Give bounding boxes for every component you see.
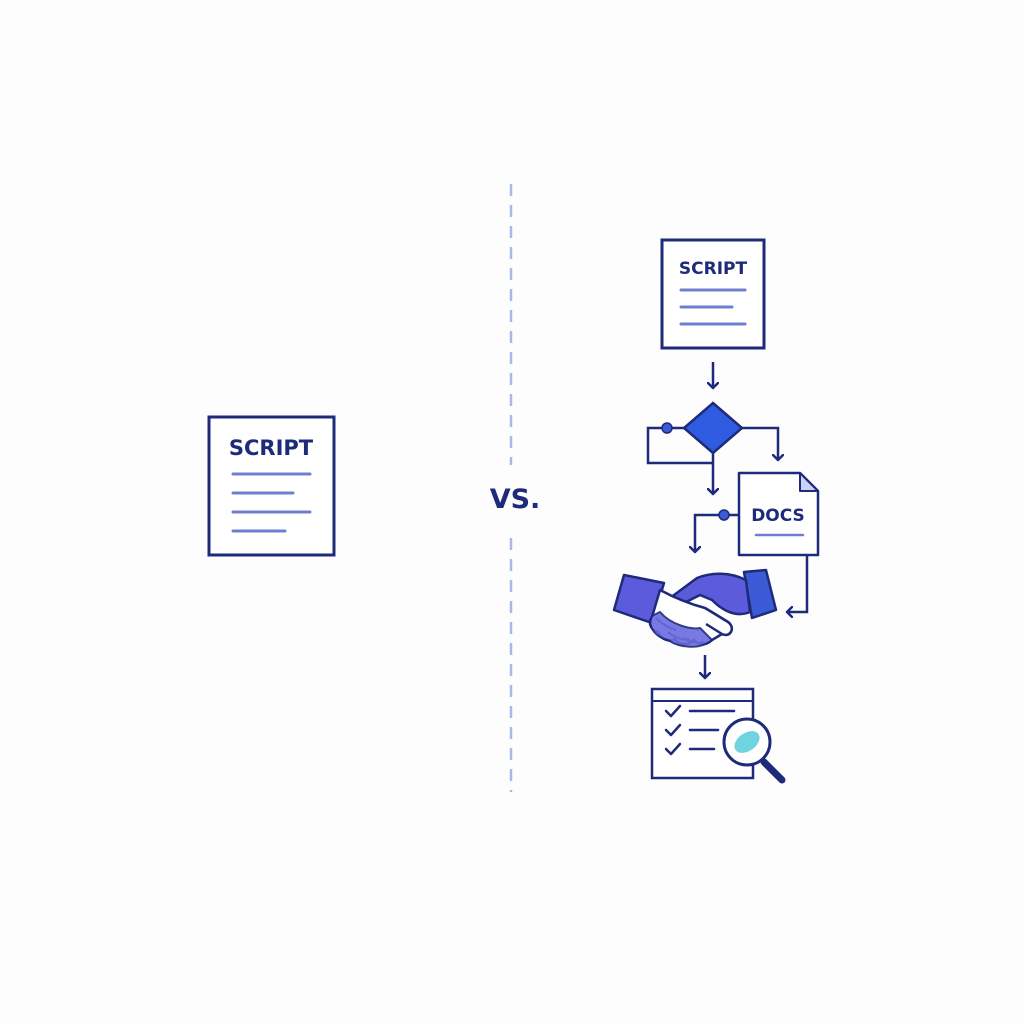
docs-document-icon bbox=[737, 471, 820, 557]
review-checklist bbox=[650, 687, 786, 784]
script-document-icon bbox=[207, 415, 336, 557]
docs-to-handshake-right bbox=[787, 555, 809, 612]
decision-right-branch bbox=[742, 426, 778, 460]
connector-node bbox=[718, 509, 730, 521]
left-script-label: SCRIPT bbox=[229, 436, 314, 460]
docs-label: DOCS bbox=[751, 506, 805, 526]
docs-document: DOCS bbox=[737, 471, 820, 557]
docs-to-handshake-left bbox=[695, 513, 739, 552]
vs-divider: VS. bbox=[490, 184, 541, 792]
top-script-label: SCRIPT bbox=[679, 259, 748, 279]
right-process-flow: SCRIPT DOCS bbox=[612, 238, 820, 784]
connector-node bbox=[661, 422, 673, 434]
top-script-document: SCRIPT bbox=[660, 238, 766, 350]
left-script-document: SCRIPT bbox=[207, 415, 336, 557]
script-document-icon bbox=[660, 238, 766, 350]
vs-label: VS. bbox=[490, 484, 541, 515]
magnifier-icon bbox=[722, 717, 786, 784]
handshake-icon bbox=[612, 568, 778, 648]
decision-diamond-icon bbox=[682, 401, 744, 455]
